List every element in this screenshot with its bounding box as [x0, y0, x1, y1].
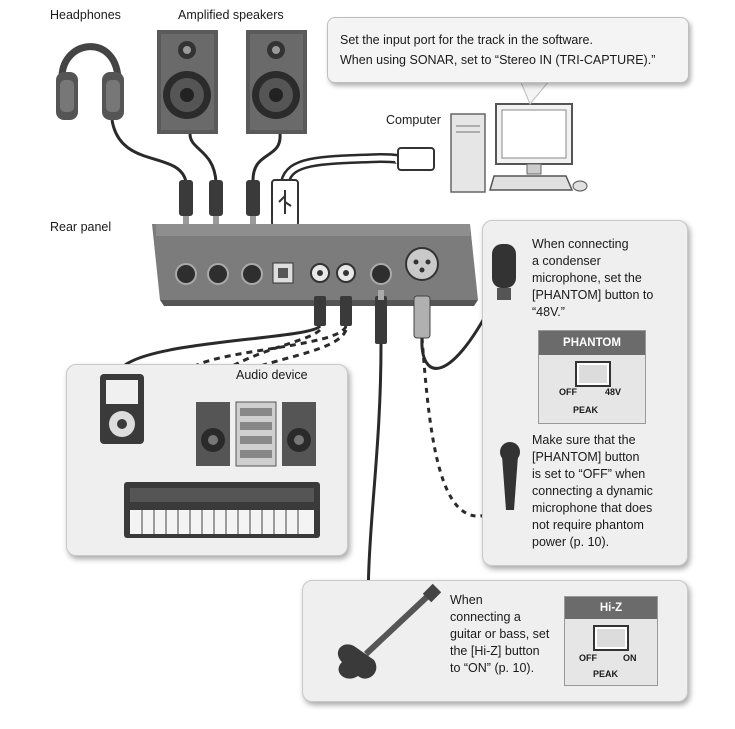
hiz-peak-label: PEAK — [593, 669, 619, 679]
guitar-note-line: When — [450, 593, 483, 607]
condenser-note-line: microphone, set the — [532, 271, 642, 285]
dynamic-note-line: Make sure that the — [532, 433, 636, 447]
dynamic-note-line: [PHANTOM] button — [532, 450, 640, 464]
microphone-drawings — [492, 244, 520, 510]
left-speaker-icon — [157, 30, 218, 134]
dynamic-note: Make sure that the [PHANTOM] button is s… — [532, 432, 653, 551]
software-callout-line-1: Set the input port for the track in the … — [340, 33, 593, 47]
dynamic-note-line: connecting a dynamic — [532, 484, 653, 498]
electric-guitar-icon — [337, 583, 442, 679]
condenser-note-line: [PHANTOM] button to — [532, 288, 654, 302]
guitar-note: When connecting a guitar or bass, set th… — [450, 592, 549, 677]
audio-device-label: Audio device — [236, 368, 308, 382]
condenser-note-line: “48V.” — [532, 305, 565, 319]
condenser-note-line: When connecting — [532, 237, 629, 251]
hiz-button[interactable] — [593, 625, 629, 651]
software-callout-line-2: When using SONAR, set to “Stereo IN (TRI… — [340, 53, 656, 67]
guitar-note-line: the [Hi-Z] button — [450, 644, 540, 658]
phantom-switch-title: PHANTOM — [539, 331, 645, 355]
phantom-button[interactable] — [575, 361, 611, 387]
guitar-drawing — [337, 583, 442, 679]
dynamic-note-line: not require phantom — [532, 518, 644, 532]
phantom-peak-label: PEAK — [573, 405, 599, 415]
dynamic-note-line: power (p. 10). — [532, 535, 610, 549]
guitar-note-line: to “ON” (p. 10). — [450, 661, 535, 675]
dynamic-note-line: microphone that does — [532, 501, 653, 515]
headphones-icon — [56, 43, 124, 120]
dynamic-microphone-icon — [500, 442, 520, 510]
music-player-icon — [100, 374, 144, 444]
phantom-off-label: OFF — [559, 387, 577, 397]
condenser-note: When connecting a condenser microphone, … — [532, 236, 653, 321]
rear-panel-device — [152, 224, 478, 306]
guitar-note-line: guitar or bass, set — [450, 627, 550, 641]
condenser-microphone-icon — [492, 244, 516, 300]
hiz-switch-title: Hi-Z — [565, 597, 657, 619]
rear-panel-label: Rear panel — [50, 220, 112, 234]
audio-device-drawings — [100, 374, 320, 538]
keyboard-synthesizer-icon — [124, 482, 320, 538]
hiz-off-label: OFF — [579, 653, 597, 663]
computer-label: Computer — [386, 113, 441, 127]
hiz-switch-panel: Hi-Z OFF ON PEAK — [564, 596, 658, 686]
amplified-speakers-label: Amplified speakers — [178, 8, 284, 22]
phantom-switch-panel: PHANTOM OFF 48V PEAK — [538, 330, 646, 424]
hiz-on-label: ON — [623, 653, 637, 663]
right-speaker-icon — [246, 30, 307, 134]
software-callout: Set the input port for the track in the … — [327, 17, 689, 83]
condenser-note-line: a condenser — [532, 254, 601, 268]
headphones-label: Headphones — [50, 8, 121, 22]
output-cables — [110, 119, 282, 183]
computer-icon — [450, 103, 588, 193]
phantom-48v-label: 48V — [605, 387, 622, 397]
guitar-note-line: connecting a — [450, 610, 521, 624]
stereo-system-icon — [196, 401, 316, 467]
dynamic-note-line: is set to “OFF” when — [532, 467, 646, 481]
